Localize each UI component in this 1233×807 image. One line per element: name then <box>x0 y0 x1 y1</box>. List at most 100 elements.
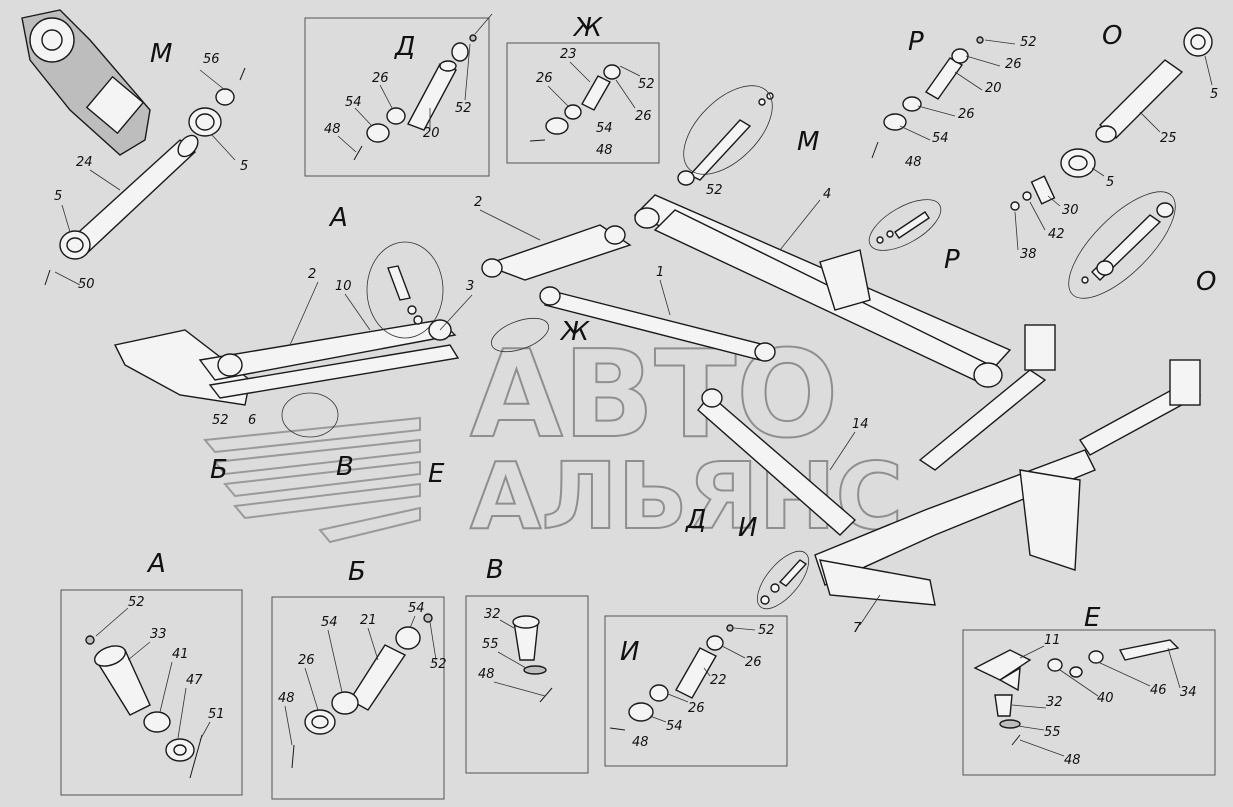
frame-detail-i <box>604 615 788 767</box>
label-4: 4 <box>823 187 831 202</box>
pin-34 <box>1118 639 1180 661</box>
detail-d: Д 26 54 48 20 52 <box>324 13 493 161</box>
arm-3 <box>208 344 460 399</box>
label-48-p: 48 <box>905 155 922 170</box>
label-38: 38 <box>1020 247 1037 262</box>
washer-54-i <box>628 702 654 722</box>
label-34: 34 <box>1180 685 1197 700</box>
nut-41 <box>143 711 171 733</box>
spring-55-v <box>523 665 547 675</box>
label-26-p-b: 26 <box>958 107 975 122</box>
caption-o-top: О <box>1102 21 1122 51</box>
callout-zh <box>491 317 549 353</box>
caption-d-top: Д <box>394 32 415 62</box>
label-1: 1 <box>656 265 664 280</box>
caption-b-det: Б <box>348 557 366 587</box>
caption-zh-mid: Ж <box>559 317 590 347</box>
frame-detail-e <box>962 629 1216 776</box>
callout-o <box>1068 191 1176 299</box>
label-48-b: 48 <box>278 691 295 706</box>
label-52-a: 52 <box>128 595 145 610</box>
fastener-chain-i <box>760 559 808 605</box>
detail-i: И 52 26 22 26 54 48 <box>609 623 775 750</box>
caption-d-mid: Д <box>685 505 706 535</box>
label-26-p-a: 26 <box>1005 57 1022 72</box>
frame-detail-a <box>60 589 243 796</box>
frame-detail-d <box>304 17 490 177</box>
fastener-chain-o <box>1081 202 1174 284</box>
caption-m-right: М <box>797 127 819 157</box>
label-22: 22 <box>710 673 727 688</box>
label-10: 10 <box>335 279 352 294</box>
fastener-chain-p <box>876 211 930 244</box>
main-assembly: А М Р О Ж Б В Е Д И 2 4 52 1 2 10 3 14 6… <box>113 85 1216 636</box>
caption-a-det: А <box>146 549 166 579</box>
label-54-i: 54 <box>666 719 683 734</box>
bushing-26-d-top <box>451 42 469 62</box>
label-32-e: 32 <box>1046 695 1063 710</box>
label-52-b: 52 <box>430 657 447 672</box>
caption-b-mid: Б <box>210 455 228 485</box>
pin-22 <box>675 647 717 699</box>
label-20-p: 20 <box>985 81 1002 96</box>
bushing-26-zh-a <box>603 64 621 80</box>
frame-detail-v <box>465 595 589 774</box>
fastener-chain-a <box>387 265 423 325</box>
label-48-d: 48 <box>324 122 341 137</box>
caption-i-mid: И <box>738 513 757 543</box>
watermark-logo <box>203 416 421 544</box>
detail-a: А 52 33 41 47 51 <box>85 549 225 779</box>
bracket-4 <box>819 249 871 311</box>
bushing-26-p-top <box>951 48 969 64</box>
caption-a-top: А <box>328 203 348 233</box>
caption-p-top: Р <box>908 27 924 57</box>
bushing-26-d <box>386 107 406 125</box>
label-46: 46 <box>1150 683 1167 698</box>
label-33: 33 <box>150 627 167 642</box>
label-42: 42 <box>1048 227 1065 242</box>
label-55-e: 55 <box>1044 725 1061 740</box>
label-52-d: 52 <box>455 101 472 116</box>
pin-21 <box>349 644 407 711</box>
bushing-26-i <box>649 684 669 702</box>
label-26-b: 26 <box>298 653 315 668</box>
label-52-p: 52 <box>1020 35 1037 50</box>
caption-m-top: М <box>150 39 172 69</box>
label-14: 14 <box>852 417 869 432</box>
clamp-upper <box>1024 324 1056 371</box>
label-40: 40 <box>1097 691 1114 706</box>
detail-v: В 32 55 48 <box>478 555 553 703</box>
cylinder-14 <box>697 393 857 536</box>
label-51: 51 <box>208 707 225 722</box>
label-54-p: 54 <box>932 131 949 146</box>
nut-40 <box>1047 658 1063 672</box>
bushing-54-b-top <box>395 626 421 650</box>
arm-2-upper <box>482 224 632 281</box>
label-25: 25 <box>1160 131 1177 146</box>
label-26-zh-a: 26 <box>536 71 553 86</box>
label-52-m: 52 <box>706 183 723 198</box>
bushing-54-b <box>331 691 359 715</box>
label-5-o-b: 5 <box>1106 175 1114 190</box>
callout-i <box>756 550 810 610</box>
caption-e-mid: Е <box>428 459 445 489</box>
label-30: 30 <box>1062 203 1079 218</box>
label-21: 21 <box>360 613 377 628</box>
callout-p <box>868 199 942 251</box>
pin-23 <box>581 75 611 111</box>
plate-30 <box>1030 175 1056 205</box>
caption-v-mid: В <box>336 452 354 482</box>
label-20-d: 20 <box>423 126 440 141</box>
label-2-upper: 2 <box>474 195 482 210</box>
frame-detail-b <box>271 596 445 800</box>
group-p: Р 52 26 20 26 54 48 <box>871 27 1037 170</box>
group-m: М 56 24 5 5 50 <box>21 9 248 292</box>
washer-56 <box>215 88 235 106</box>
label-47: 47 <box>186 673 203 688</box>
label-5-lower: 5 <box>54 189 62 204</box>
fork-11 <box>973 649 1032 681</box>
washer-54-zh <box>545 117 569 135</box>
group-o: О 5 25 5 30 42 38 <box>1010 21 1218 262</box>
